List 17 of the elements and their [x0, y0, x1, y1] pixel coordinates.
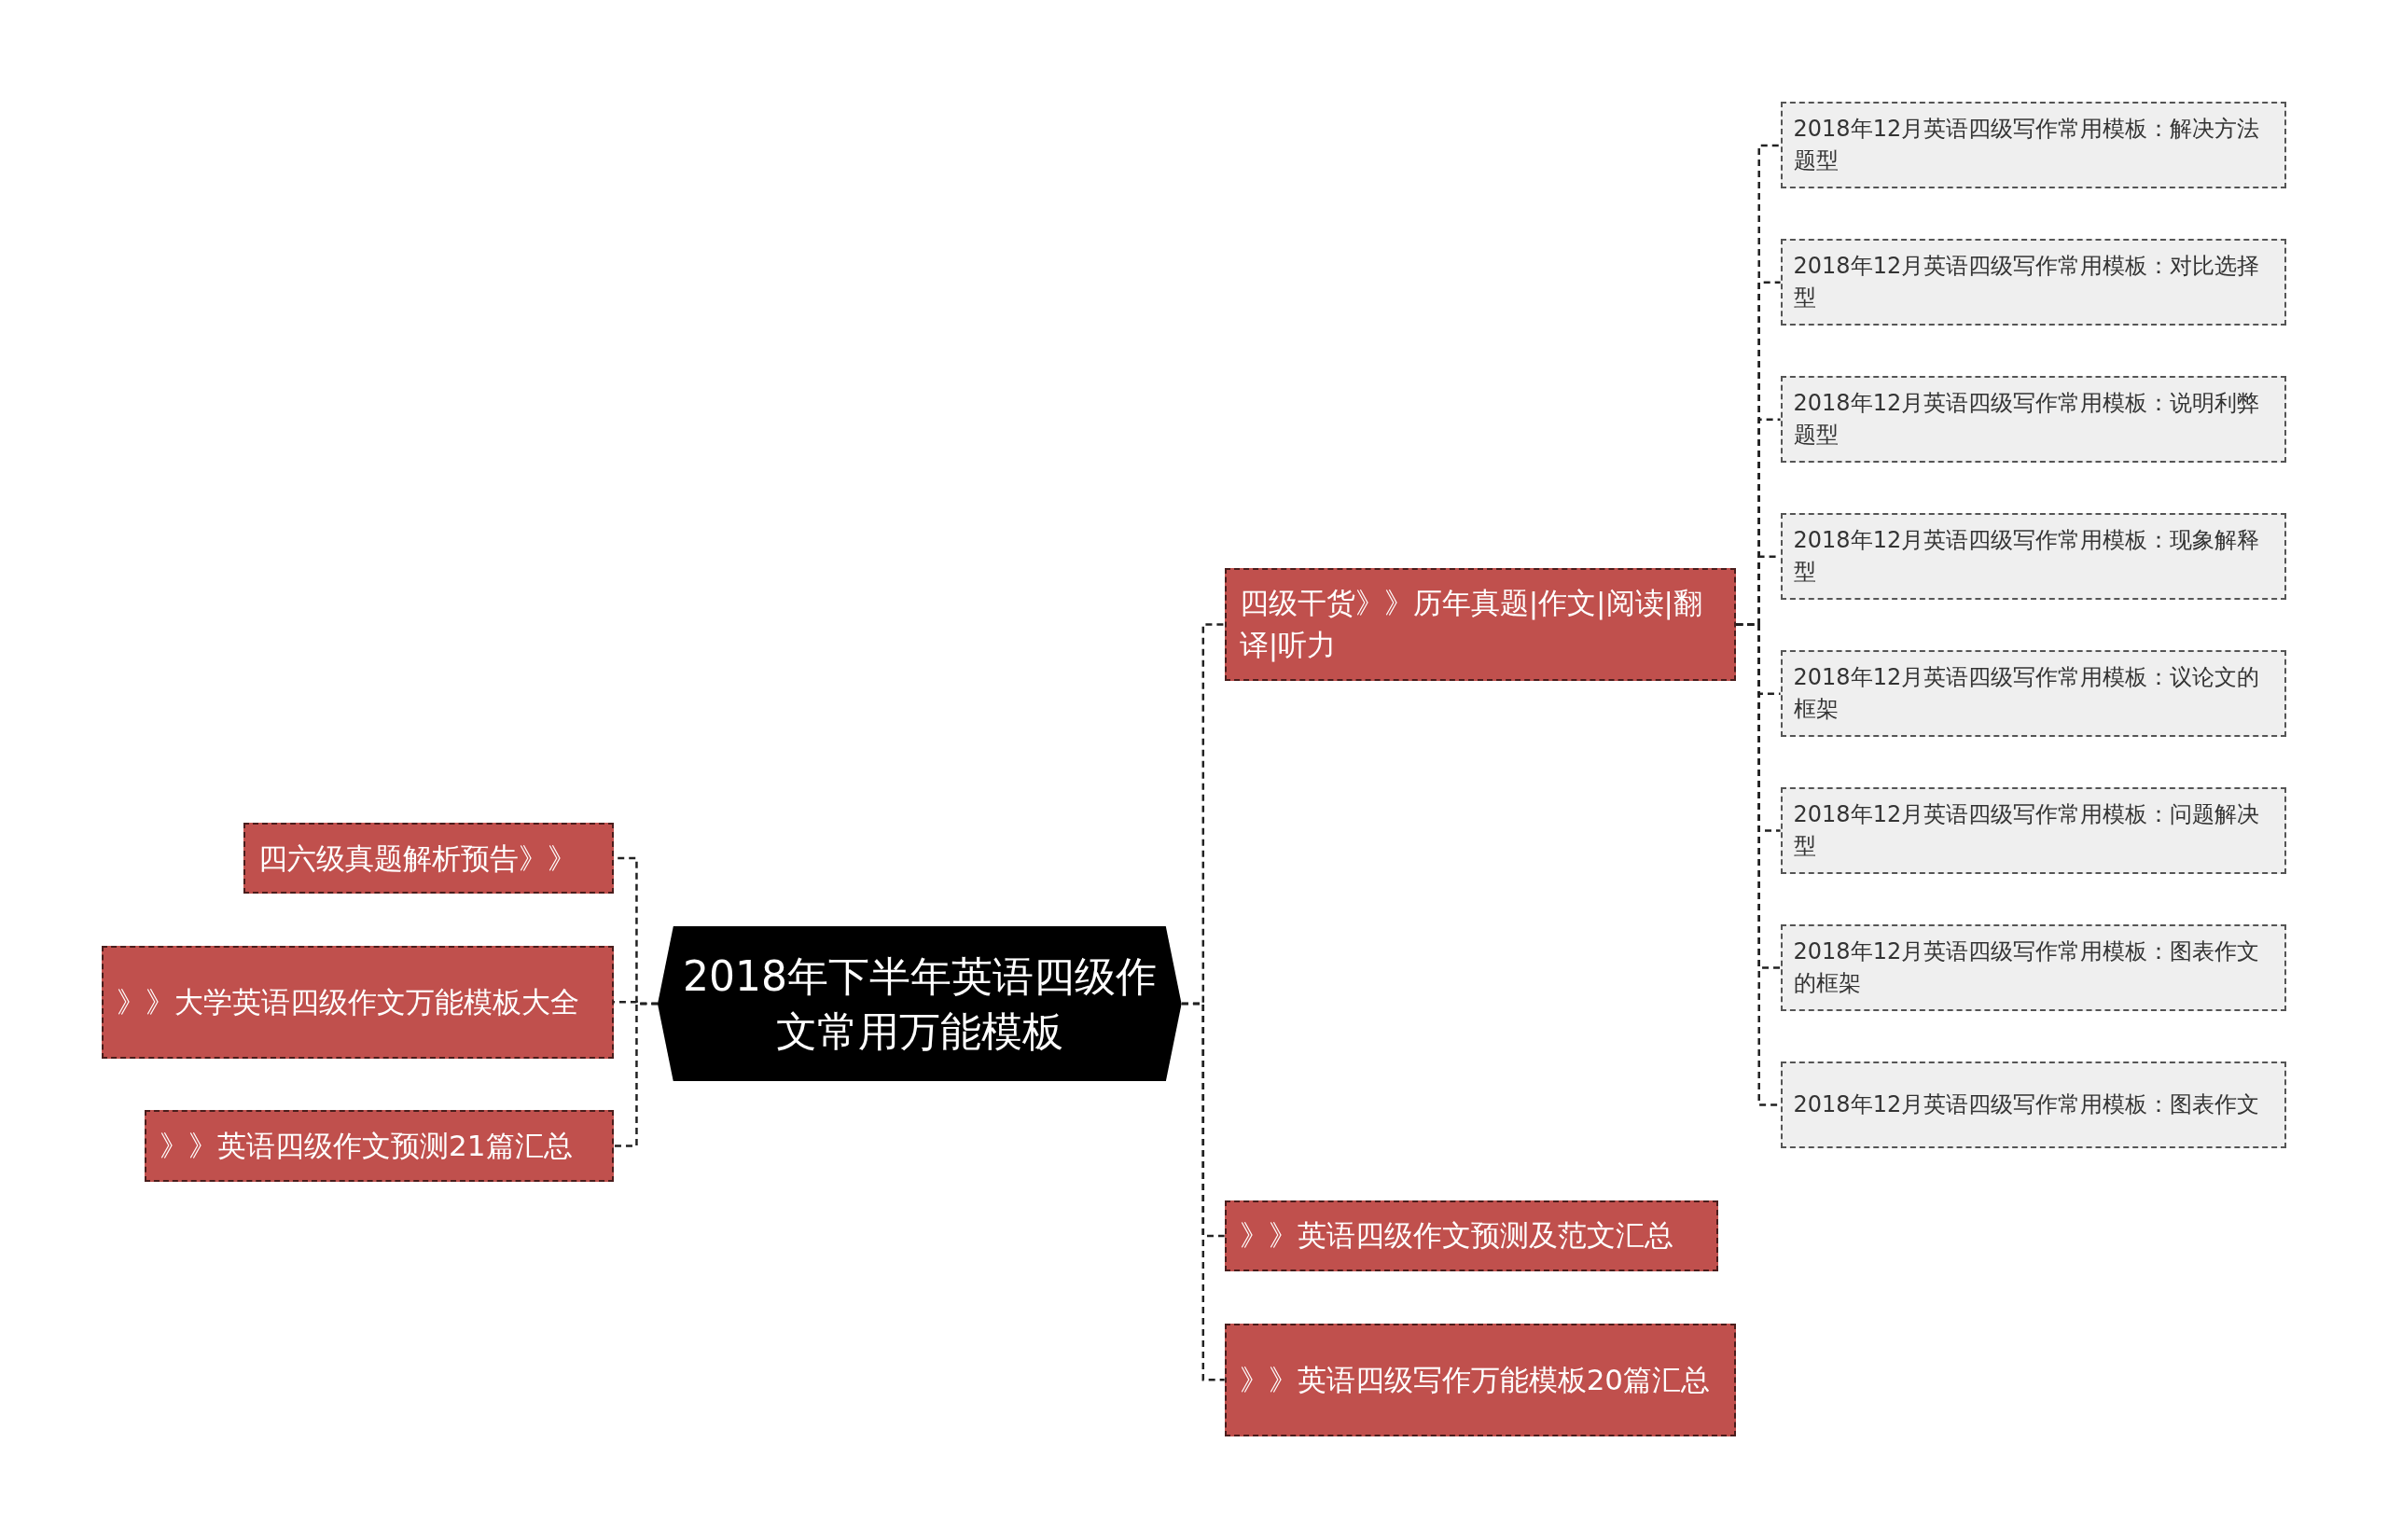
topic-box: 》》英语四级作文预测21篇汇总 — [145, 1110, 614, 1182]
topic-box: 四六级真题解析预告》》 — [243, 822, 614, 895]
topic-box: 》》大学英语四级作文万能模板大全 — [102, 945, 614, 1059]
subtopic-box: 2018年12月英语四级写作常用模板：对比选择型 — [1780, 239, 2286, 326]
subtopic-box: 2018年12月英语四级写作常用模板：议论文的框架 — [1780, 650, 2286, 738]
root-topic-box: 2018年下半年英语四级作文常用万能模板 — [658, 925, 1182, 1082]
subtopic-box: 2018年12月英语四级写作常用模板：问题解决型 — [1780, 787, 2286, 875]
topic-box: 》》英语四级作文预测及范文汇总 — [1224, 1200, 1718, 1272]
connector-line — [613, 1002, 659, 1147]
topic-box: 》》英语四级写作万能模板20篇汇总 — [1224, 1323, 1737, 1436]
subtopic-box: 2018年12月英语四级写作常用模板：解决方法题型 — [1780, 102, 2286, 189]
connector-line — [1181, 1002, 1225, 1381]
subtopic-box: 2018年12月英语四级写作常用模板：现象解释型 — [1780, 513, 2286, 601]
subtopic-box: 2018年12月英语四级写作常用模板：图表作文的框架 — [1780, 924, 2286, 1012]
topic-box: 四级干货》》历年真题|作文|阅读|翻译|听力 — [1224, 567, 1737, 681]
subtopic-box: 2018年12月英语四级写作常用模板：说明利弊题型 — [1780, 376, 2286, 464]
subtopic-box: 2018年12月英语四级写作常用模板：图表作文 — [1780, 1061, 2286, 1148]
